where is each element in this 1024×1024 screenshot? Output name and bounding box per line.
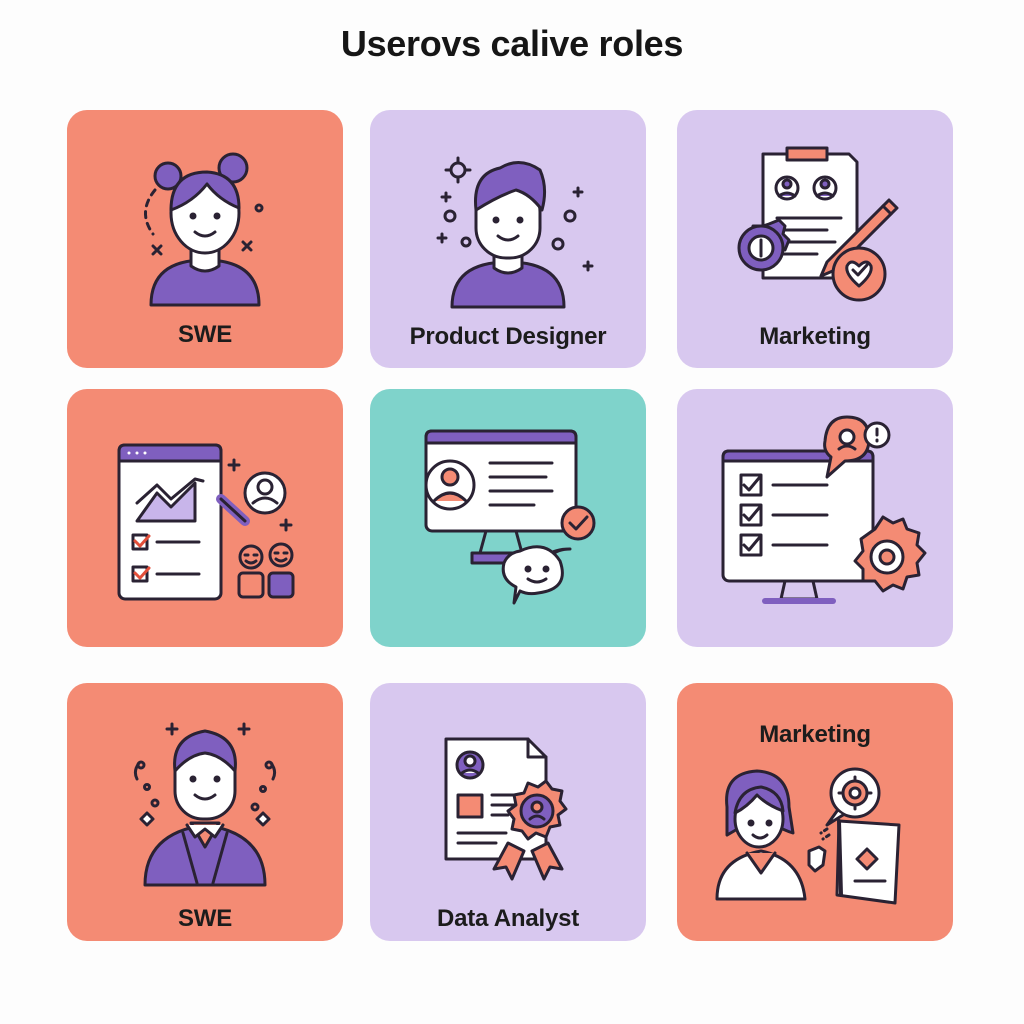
role-card-video-call[interactable] bbox=[370, 389, 646, 647]
role-card-label: Product Designer bbox=[409, 323, 607, 350]
role-card-swe-2[interactable]: SWE bbox=[67, 683, 343, 941]
role-card-label: Data Analyst bbox=[436, 905, 580, 932]
role-card-analytics[interactable] bbox=[67, 389, 343, 647]
man-in-suit-icon bbox=[133, 722, 277, 887]
role-card-checklist[interactable] bbox=[677, 389, 953, 647]
resume-pencil-gear-icon bbox=[737, 146, 899, 302]
role-card-marketing[interactable]: Marketing bbox=[677, 110, 953, 368]
certificate-award-icon bbox=[444, 737, 568, 881]
role-card-label: Marketing bbox=[759, 721, 871, 748]
woman-developer-icon bbox=[144, 152, 264, 307]
checklist-monitor-gear-icon bbox=[721, 415, 927, 604]
role-card-data-analyst[interactable]: Data Analyst bbox=[370, 683, 646, 941]
analytics-report-icon bbox=[117, 443, 295, 601]
role-card-label: SWE bbox=[177, 905, 233, 932]
page-title: Userovs calive roles bbox=[340, 23, 684, 64]
role-card-label: Marketing bbox=[759, 323, 871, 350]
video-call-monitor-icon bbox=[424, 429, 596, 605]
designer-man-icon bbox=[436, 156, 594, 309]
woman-with-tablet-icon bbox=[715, 767, 901, 905]
role-card-swe[interactable]: SWE bbox=[67, 110, 343, 368]
role-card-marketing-2[interactable]: Marketing bbox=[677, 683, 953, 941]
role-card-product-designer[interactable]: Product Designer bbox=[370, 110, 646, 368]
role-card-label: SWE bbox=[177, 321, 233, 348]
